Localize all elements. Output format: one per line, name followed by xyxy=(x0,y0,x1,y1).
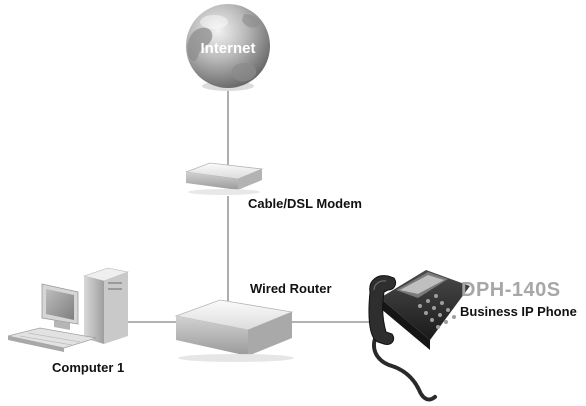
phone-description: Business IP Phone xyxy=(460,304,577,319)
router-icon xyxy=(174,299,294,362)
modem-icon xyxy=(185,162,264,195)
modem-label: Cable/DSL Modem xyxy=(248,196,362,211)
internet-globe-icon xyxy=(186,4,270,91)
internet-label: Internet xyxy=(200,40,255,57)
computer-label: Computer 1 xyxy=(52,360,124,375)
ip-phone-icon xyxy=(368,270,470,402)
router-label: Wired Router xyxy=(250,281,332,296)
phone-model-name: DPH-140S xyxy=(461,279,561,301)
computer-icon xyxy=(7,267,130,352)
connections xyxy=(128,88,372,323)
